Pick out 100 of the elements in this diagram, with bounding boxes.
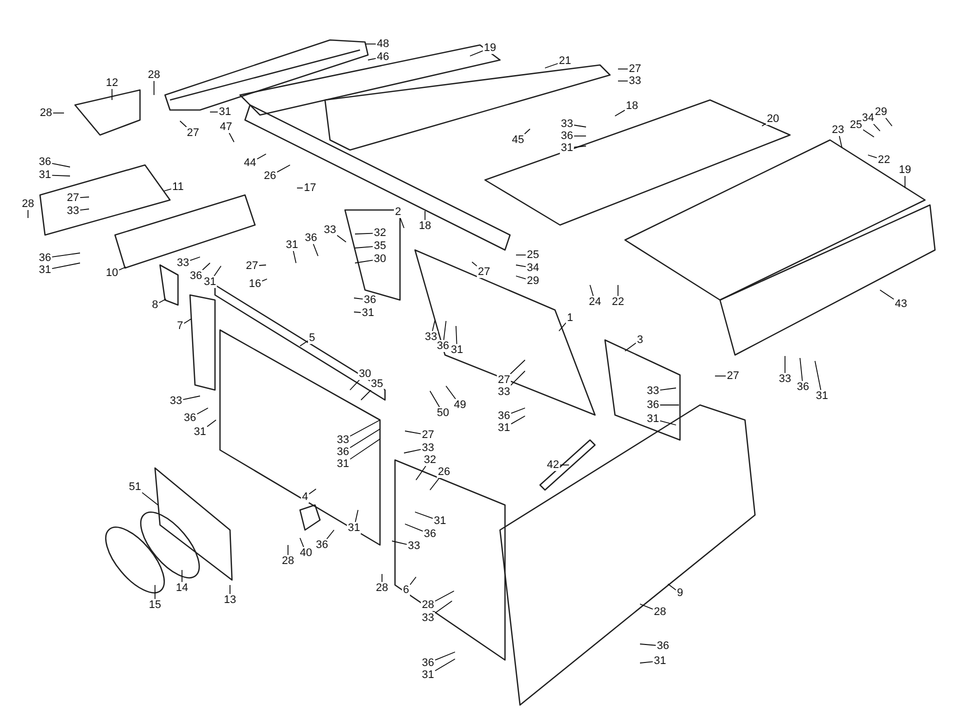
leader-line — [400, 218, 404, 228]
callout-number: 45 — [510, 134, 526, 146]
leader-line — [516, 276, 526, 280]
callout-number: 27 — [420, 429, 436, 441]
callout-number: 28 — [420, 599, 436, 611]
leader-line — [158, 298, 166, 304]
callout-number: 36 — [796, 381, 810, 393]
callout-number: 33 — [424, 331, 438, 343]
callout-number: 31 — [450, 344, 464, 356]
leader-line — [52, 162, 70, 168]
callout-number: 31 — [336, 458, 350, 470]
leader-line — [354, 246, 374, 248]
callout-number: 26 — [436, 466, 452, 478]
leader-line — [404, 524, 424, 532]
callout-number: 31 — [814, 390, 830, 402]
callout-number: 33 — [322, 224, 338, 236]
callout-number: 33 — [406, 540, 422, 552]
callout-number: 36 — [656, 640, 670, 652]
callout-number: 27 — [476, 266, 492, 278]
leader-line — [434, 590, 454, 602]
callout-number: 3 — [636, 334, 644, 346]
callout-number: 47 — [218, 121, 234, 133]
callout-number: 31 — [432, 515, 448, 527]
leader-line — [516, 254, 526, 256]
callout-number: 33 — [66, 205, 80, 217]
leader-line — [154, 584, 156, 600]
callout-number: 34 — [526, 262, 540, 274]
leader-line — [228, 132, 234, 142]
callout-number: 30 — [372, 253, 388, 265]
callout-number: 33 — [496, 386, 512, 398]
leader-line — [292, 250, 296, 264]
callout-number: 32 — [372, 227, 388, 239]
leader-line — [618, 68, 628, 70]
callout-number: 36 — [496, 410, 512, 422]
callout-number: 23 — [830, 124, 846, 136]
leader-line — [434, 652, 456, 661]
callout-number: 5 — [308, 332, 316, 344]
leader-line — [510, 408, 526, 414]
leader-line — [618, 80, 628, 82]
leader-line — [300, 538, 304, 548]
leader-line — [574, 146, 586, 148]
callout-number: 17 — [302, 182, 318, 194]
leader-line — [414, 512, 434, 519]
leader-line — [368, 58, 376, 60]
callout-number: 36 — [362, 294, 378, 306]
callout-number: 36 — [436, 340, 450, 352]
callout-number: 36 — [422, 528, 438, 540]
callout-number: 18 — [418, 220, 432, 232]
leader-line — [510, 360, 526, 374]
leader-line — [443, 320, 446, 340]
callout-number: 36 — [420, 657, 436, 669]
callout-number: 42 — [546, 459, 560, 471]
callout-number: 27 — [726, 370, 740, 382]
callout-number: 31 — [646, 413, 660, 425]
leader-line — [354, 260, 374, 264]
leader-line — [350, 438, 380, 460]
leader-line — [52, 262, 80, 270]
leader-line — [590, 284, 594, 296]
callout-number: 25 — [848, 119, 864, 131]
leader-line — [885, 118, 892, 126]
leader-line — [640, 644, 656, 646]
leader-line — [276, 164, 290, 173]
leader-line — [354, 312, 362, 313]
leader-line — [182, 396, 200, 400]
callout-number: 30 — [358, 368, 372, 380]
callout-number: 36 — [182, 412, 198, 424]
callout-number: 48 — [376, 38, 390, 50]
callout-number: 50 — [436, 407, 450, 419]
callout-number: 20 — [766, 113, 780, 125]
callout-number: 33 — [176, 257, 190, 269]
callout-number: 31 — [496, 422, 512, 434]
leader-line — [196, 408, 208, 414]
callout-number: 28 — [20, 198, 36, 210]
leader-line — [873, 124, 880, 132]
leader-line — [560, 464, 570, 466]
callout-number: 27 — [186, 127, 200, 139]
callout-number: 25 — [526, 249, 540, 261]
callout-number: 12 — [104, 77, 120, 89]
callout-number: 31 — [284, 239, 300, 251]
callout-number: 33 — [168, 395, 184, 407]
callout-number: 2 — [394, 206, 402, 218]
callout-number: 18 — [624, 100, 640, 112]
callout-number: 36 — [336, 446, 350, 458]
leader-line — [904, 176, 906, 188]
leader-line — [432, 320, 436, 332]
leader-line — [434, 658, 456, 672]
callout-number: 33 — [336, 434, 350, 446]
callout-number: 8 — [150, 299, 160, 311]
callout-number: 19 — [482, 42, 498, 54]
callout-number: 7 — [176, 320, 184, 332]
callout-number: 31 — [202, 276, 218, 288]
leader-line — [350, 380, 360, 390]
callout-number: 27 — [66, 192, 80, 204]
leader-line — [456, 326, 458, 344]
leader-line — [52, 174, 70, 176]
callout-number: 33 — [646, 385, 660, 397]
callout-number: 31 — [346, 522, 362, 534]
callout-number: 28 — [374, 582, 390, 594]
callout-number: 36 — [560, 130, 574, 142]
callout-number: 13 — [222, 594, 238, 606]
